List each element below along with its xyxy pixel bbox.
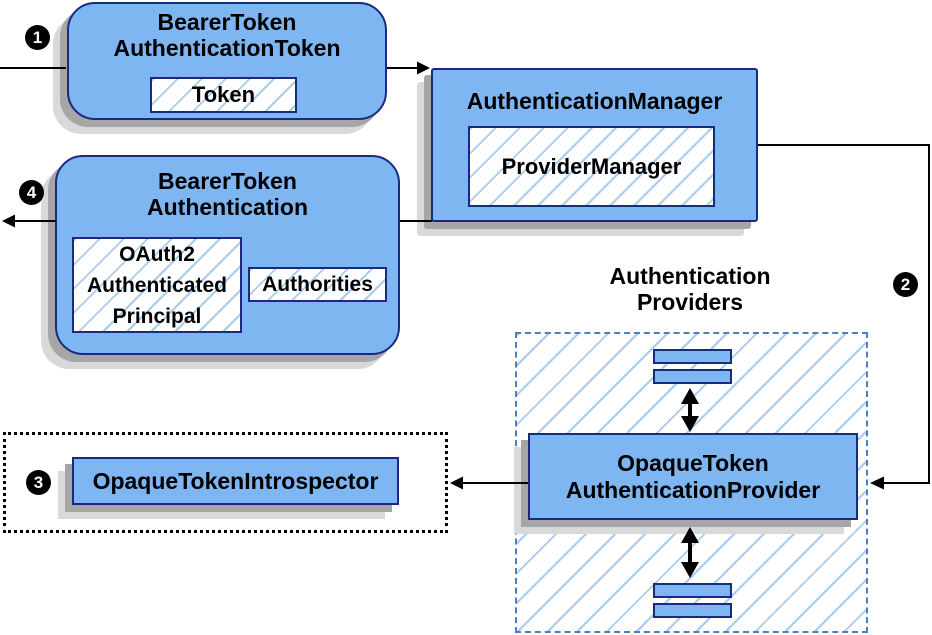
provider-manager-chip: ProviderManager [468, 126, 715, 207]
step-3-badge: 3 [26, 470, 51, 495]
node-bearer-token-authentication-token: BearerToken AuthenticationToken Token [67, 2, 387, 120]
node-title: AuthenticationManager [433, 88, 756, 114]
step-4-badge: 4 [19, 180, 44, 205]
step-2-badge: 2 [893, 272, 918, 297]
generic-provider-bar [653, 603, 732, 618]
arrow-token-to-authentication-manager [387, 61, 430, 75]
generic-provider-bar [653, 583, 732, 598]
provider-manager-chip-label: ProviderManager [501, 153, 682, 179]
title-line-2: Authentication [147, 194, 308, 220]
title-line-2: AuthenticationProvider [565, 476, 821, 503]
label-line-2: Providers [636, 289, 744, 315]
generic-provider-bar [653, 349, 732, 364]
authorities-chip-label: Authorities [262, 272, 373, 296]
authentication-providers-group: OpaqueToken AuthenticationProvider [515, 332, 868, 633]
principal-line-1: OAuth2 [119, 242, 195, 266]
title-line-1: AuthenticationManager [466, 88, 723, 114]
node-title: BearerToken AuthenticationToken [69, 9, 385, 61]
title-line-1: OpaqueToken [617, 449, 769, 476]
generic-provider-bar [653, 369, 732, 384]
principal-line-3: Principal [112, 304, 202, 328]
label-line-1: Authentication [609, 263, 771, 289]
title-line-2: AuthenticationToken [113, 35, 341, 61]
title-line-1: BearerToken [158, 168, 297, 194]
node-title: BearerToken Authentication [57, 168, 398, 220]
node-authentication-manager: AuthenticationManager ProviderManager [431, 68, 758, 222]
authentication-providers-label: Authentication Providers [585, 263, 795, 315]
opaque-token-introspector-group: OpaqueTokenIntrospector [3, 432, 448, 533]
principal-line-2: Authenticated [86, 273, 227, 297]
title-line-1: OpaqueTokenIntrospector [92, 467, 379, 494]
token-chip-label: Token [191, 82, 256, 107]
arrow-authentication-result-out [2, 214, 56, 228]
node-bearer-token-authentication: BearerToken Authentication OAuth2 Authen… [55, 155, 400, 355]
authorities-chip: Authorities [248, 267, 387, 302]
node-opaque-token-introspector: OpaqueTokenIntrospector [72, 457, 399, 505]
node-opaque-token-authentication-provider: OpaqueToken AuthenticationProvider [528, 433, 858, 520]
title-line-1: BearerToken [157, 9, 297, 35]
oauth2-authenticated-principal-chip: OAuth2 Authenticated Principal [72, 237, 242, 333]
step-1-badge: 1 [25, 25, 50, 50]
token-chip: Token [150, 77, 297, 113]
